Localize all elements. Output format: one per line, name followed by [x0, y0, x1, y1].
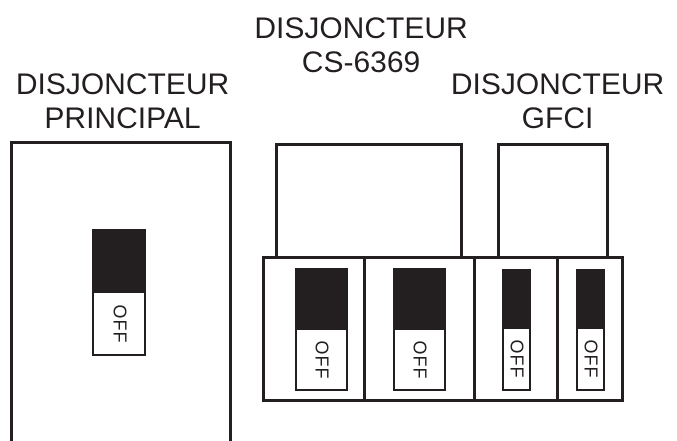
gfci-breaker-label: DISJONCTEUR GFCI: [438, 68, 677, 136]
gfci-breaker-switch-1-off-text: OFF: [506, 339, 527, 379]
main-breaker-switch[interactable]: OFF: [92, 229, 146, 356]
gfci-breaker-switch-2[interactable]: OFF: [576, 269, 605, 391]
cs-breaker-label-line1: DISJONCTEUR: [254, 12, 468, 45]
main-breaker-label: DISJONCTEUR PRINCIPAL: [0, 68, 245, 136]
cs-breaker-switch-2-off-text: OFF: [409, 340, 430, 379]
main-breaker-switch-handle[interactable]: [92, 229, 146, 291]
cs-breaker-switch-1[interactable]: OFF: [295, 268, 348, 391]
cs-breaker-switch-1-handle[interactable]: [295, 268, 348, 328]
gfci-breaker-switch-1-off-plate: OFF: [502, 327, 531, 391]
main-breaker-off-plate: OFF: [92, 291, 146, 356]
cs-breaker-label-line2: CS-6369: [301, 46, 421, 79]
gfci-breaker-switch-2-off-plate: OFF: [576, 327, 605, 391]
cs-breaker-switch-2-off-plate: OFF: [393, 328, 446, 391]
cs-breaker-housing: [275, 143, 463, 259]
cs-breaker-switch-2-handle[interactable]: [393, 268, 446, 328]
main-breaker-panel: [10, 141, 232, 441]
gfci-breaker-switch-2-off-text: OFF: [580, 339, 601, 379]
main-breaker-label-line1: DISJONCTEUR: [15, 68, 230, 101]
cs-breaker-label: DISJONCTEUR CS-6369: [236, 12, 486, 80]
main-breaker-label-line2: PRINCIPAL: [44, 102, 201, 135]
gfci-breaker-switch-1-handle[interactable]: [502, 269, 531, 327]
main-breaker-off-text: OFF: [109, 304, 129, 343]
gfci-breaker-switch-1[interactable]: OFF: [502, 269, 531, 391]
cs-breaker-switch-1-off-text: OFF: [311, 340, 332, 379]
gfci-breaker-housing: [497, 143, 609, 259]
gfci-breaker-switch-2-handle[interactable]: [576, 269, 605, 327]
cs-breaker-switch-2[interactable]: OFF: [393, 268, 446, 391]
cs-breaker-switch-1-off-plate: OFF: [295, 328, 348, 391]
gfci-breaker-label-line1: DISJONCTEUR: [450, 68, 665, 101]
gfci-breaker-label-line2: GFCI: [521, 102, 594, 135]
